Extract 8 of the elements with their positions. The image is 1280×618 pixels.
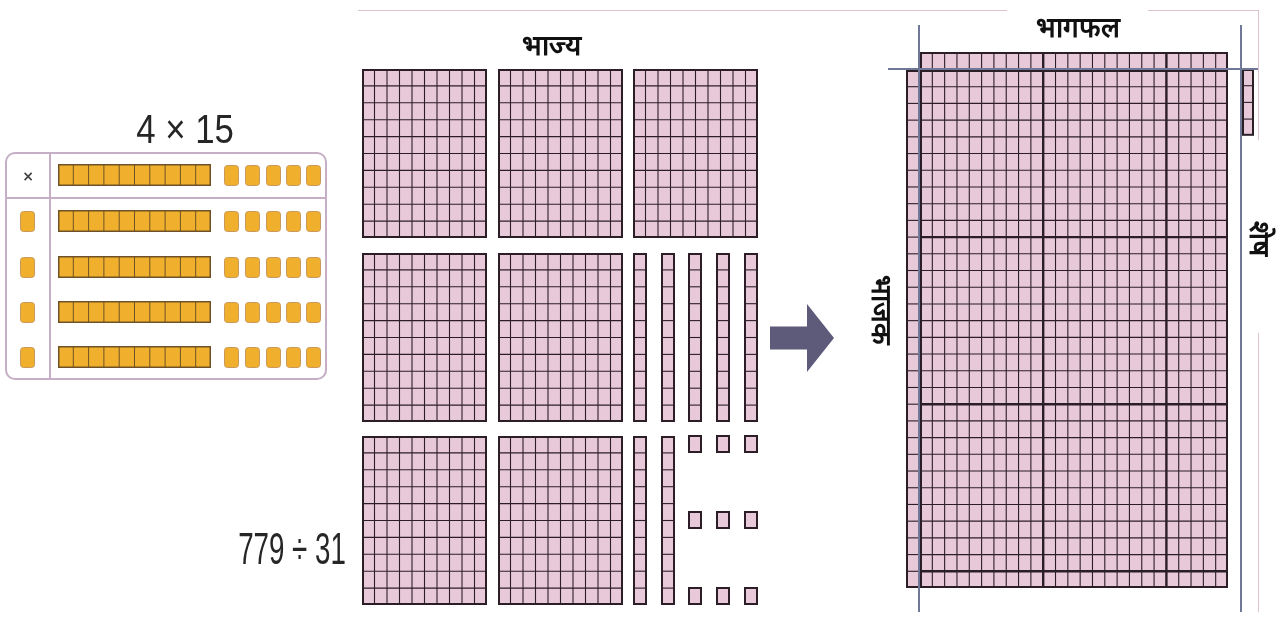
multiply-sign: × xyxy=(22,169,34,183)
heading: भागफल xyxy=(1036,9,1120,45)
arrow xyxy=(770,304,834,372)
vertical-label: शेष xyxy=(1241,220,1277,256)
heading: भाज्य xyxy=(521,27,581,63)
table-heading: 4 × 15 xyxy=(136,109,234,149)
vertical-label: भाजक xyxy=(863,275,899,345)
division-expression: 779 ÷ 31 xyxy=(238,527,346,571)
